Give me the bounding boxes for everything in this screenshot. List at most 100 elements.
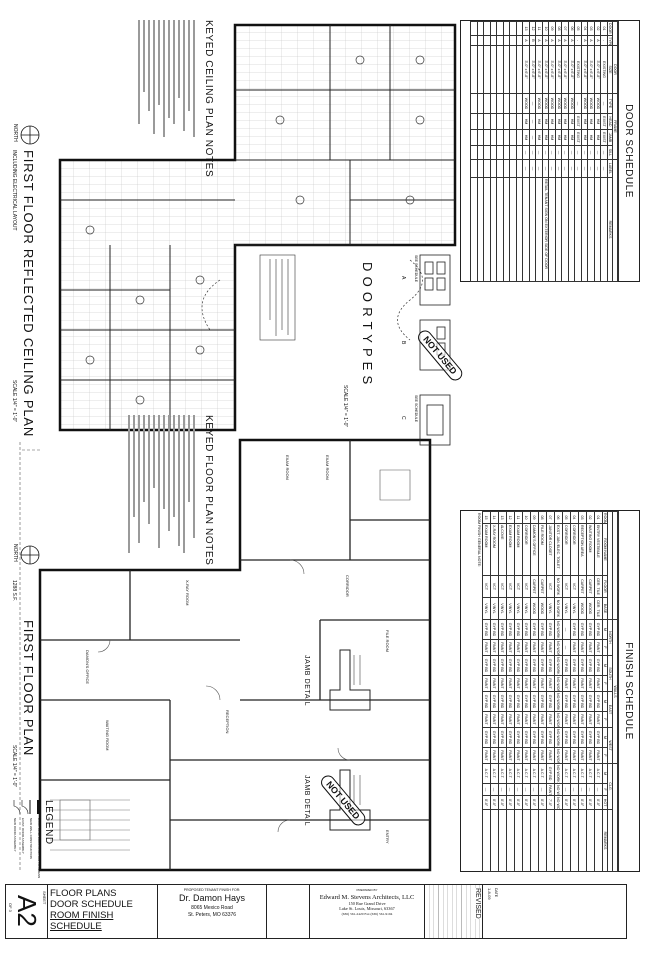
table-cell: PAINT [594,675,603,692]
table-cell: HM [523,129,530,146]
table-cell: PAINT [482,711,491,728]
table-cell: — [568,145,575,160]
sheet-label: SHEET [42,891,47,905]
table-cell: — [542,145,549,160]
table-cell: A [562,35,569,46]
table-cell: — [555,145,562,160]
table-cell: — [581,159,588,178]
table-cell: — [529,93,536,114]
table-cell: PAINT [498,711,507,728]
table-cell: PAINT [586,675,595,692]
table-cell [471,93,478,114]
table-cell: WOOD [523,93,530,114]
table-cell: 3'-0" x 6'-8" [536,45,543,94]
table-cell: GYP BD [522,727,531,748]
table-cell: CORRIDOR [562,523,571,576]
table-cell: — [575,93,582,114]
table-cell [490,93,497,114]
north-arrow-icon [20,125,40,145]
table-cell: GYP BD [578,655,587,676]
table-cell: 05 [575,21,582,36]
table-cell [471,177,478,282]
table-cell: — [594,145,601,160]
table-cell: GYP BD [594,655,603,676]
table-cell [477,145,484,160]
table-cell: 8'-0" [506,795,515,810]
column-header: DOOR NO. [607,21,613,36]
group-header-door: DOOR [612,45,618,94]
table-cell: 8'-0" [498,795,507,810]
table-cell: 8'-0" [570,795,579,810]
column-header: F [602,747,608,764]
table-cell: GYP BD [522,655,531,676]
door-types-scale: SCALE 1/4" = 1'-0" [342,385,348,428]
legend-item: NEW DOOR ASSEMBLY [13,818,17,852]
table-cell [510,21,517,36]
table-cell: HM [536,129,543,146]
empty-row [497,21,504,282]
table-cell: GYP BD [570,619,579,640]
table-cell: PAINT [522,747,531,764]
table-cell [514,809,523,872]
table-cell: A [542,35,549,46]
table-cell: GYP BD [490,727,499,748]
table-cell [471,129,478,146]
table-cell: 3'-0" x 6'-8" [542,45,549,94]
table-cell: 04 [581,21,588,36]
column-header: F [602,675,608,692]
table-cell: — [498,783,507,796]
table-cell: HM [588,113,595,130]
table-cell [471,113,478,130]
table-cell: PAINT [578,747,587,764]
table-cell [578,809,587,872]
blank-cell [267,885,310,938]
table-cell: PAINT [578,639,587,656]
table-cell [588,177,595,282]
table-cell [490,145,497,160]
table-cell [484,35,491,46]
table-cell: HM [549,113,556,130]
empty-row [484,21,491,282]
table-cell [490,809,499,872]
floor-plan-title: FIRST FLOOR PLAN [21,620,36,757]
date-cell: DATE 1-8-09 [483,885,498,938]
table-cell: 8'-0" [578,795,587,810]
table-cell [546,809,555,872]
table-cell: VINYL [514,597,523,620]
group-header-walls: WALLS [612,619,618,764]
table-cell: PAINT [530,747,539,764]
table-cell [497,129,504,146]
table-cell: — [536,145,543,160]
table-cell: A.C.T. [506,763,515,784]
table-cell: PAINT [570,711,579,728]
table-cell: EXISTING [601,45,608,94]
table-cell: — [529,145,536,160]
table-cell [490,177,497,282]
table-cell: VINYL [482,597,491,620]
table-cell: HM [594,113,601,130]
architect-address-2: Lake St. Louis, Missouri, 63367 [339,906,395,911]
table-cell: 3'-0" x 6'-8" [529,45,536,94]
table-cell: - [575,35,582,46]
table-cell: 12 [506,511,515,524]
table-cell: HM [555,113,562,130]
architect-phone: (636) 561-2420 Fax (636) 561-9194 [341,912,393,916]
table-cell: — [594,783,603,796]
table-cell: A [536,35,543,46]
table-cell [594,809,603,872]
date-label: DATE [494,888,498,898]
table-cell [471,159,478,178]
sheet-title-3: ROOM FINISH SCHEDULE [50,910,114,932]
table-cell: GYP BD [514,727,523,748]
table-cell: 11 [536,21,543,36]
table-cell: GYP BD [490,691,499,712]
empty-row [516,21,523,282]
table-cell: EXIST [601,113,608,130]
table-cell: EXIST [575,129,582,146]
table-cell: GYP BD [498,727,507,748]
table-cell: 01 [601,21,608,36]
table-cell: PAINT [546,675,555,692]
